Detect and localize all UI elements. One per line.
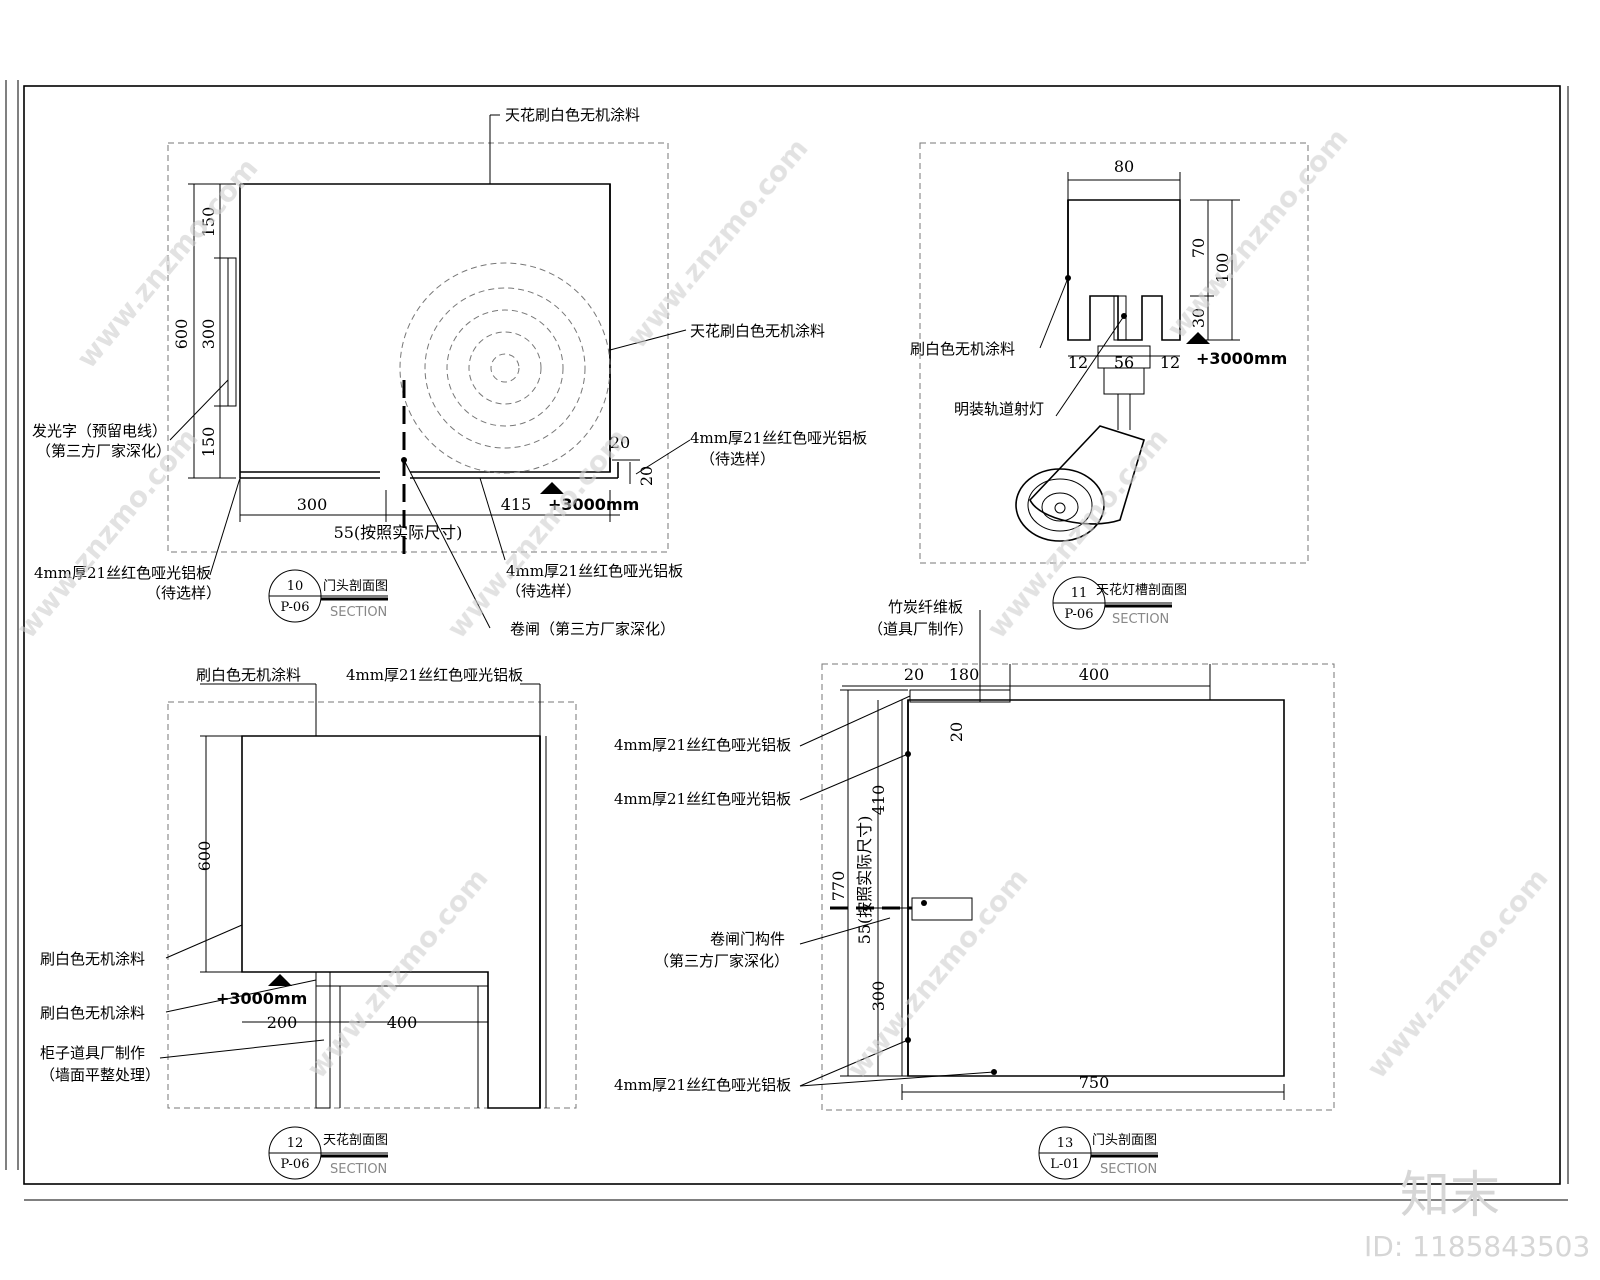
alu-panel-right-note: （待选样）: [700, 450, 775, 468]
dim-200: 200: [267, 1013, 298, 1032]
dim-20-vertical: 20: [947, 722, 966, 742]
detail-13-title: 13 L-01 门头剖面图 SECTION: [1038, 1126, 1158, 1180]
section-label: SECTION: [330, 1162, 387, 1177]
detail-11-ceiling-light-slot: 80 70 100 30 12 56 12 +3000mm 刷白色无机涂料 明装…: [910, 142, 1309, 630]
dim-770: 770: [829, 871, 848, 902]
ceiling-paint-label: 天花刷白色无机涂料: [505, 106, 640, 124]
dim-bottom-415: 415: [501, 495, 532, 514]
spotlight-label: 明装轨道射灯: [954, 400, 1044, 418]
dim-180: 180: [949, 665, 980, 684]
dim-20-b: 20: [637, 466, 656, 486]
dim-80: 80: [1114, 157, 1134, 176]
brand-logo: 知末: [1400, 1166, 1500, 1224]
dim-750: 750: [1079, 1073, 1110, 1092]
dim-bottom-300: 300: [297, 495, 328, 514]
bamboo-label: 竹炭纤维板: [888, 598, 963, 616]
shutter-roll: [399, 262, 611, 474]
detail-title: 门头剖面图: [1092, 1133, 1157, 1148]
detail-number: 12: [287, 1136, 304, 1151]
paint-label-2: 刷白色无机涂料: [40, 1004, 145, 1022]
ceiling-paint-label-2: 天花刷白色无机涂料: [690, 322, 825, 340]
alu-label-2: 4mm厚21丝红色哑光铝板: [614, 790, 791, 808]
detail-number: 11: [1071, 586, 1088, 601]
detail-title: 门头剖面图: [323, 579, 388, 594]
dim-600: 600: [195, 841, 214, 872]
sheet-ref: P-06: [281, 600, 310, 615]
dim-56: 56: [1114, 353, 1134, 372]
dim-300: 300: [199, 319, 218, 350]
watermark-text: www.znzmo.com: [300, 862, 494, 1085]
detail-12-title: 12 P-06 天花剖面图 SECTION: [268, 1126, 388, 1180]
level-3000: +3000mm: [548, 495, 639, 514]
dim-600: 600: [172, 319, 191, 350]
dim-400: 400: [1079, 665, 1110, 684]
section-label: SECTION: [1100, 1162, 1157, 1177]
shutter-component: [830, 897, 973, 921]
detail-12-ceiling-section: 600 +3000mm 200 400 刷白色无机涂料 4mm厚21丝红色哑光铝…: [40, 666, 577, 1180]
sheet-border: [5, 80, 1569, 1201]
shutter-component-note: （第三方厂家深化）: [654, 952, 789, 970]
detail-title: 天花剖面图: [323, 1132, 388, 1148]
alu-label-3: 4mm厚21丝红色哑光铝板: [614, 1076, 791, 1094]
dim-300: 300: [869, 981, 888, 1012]
dim-55: 55(按照实际尺寸): [334, 523, 463, 542]
dim-12-left: 12: [1068, 353, 1088, 372]
image-id: ID: 1185843503: [1364, 1230, 1590, 1263]
section-label: SECTION: [330, 605, 387, 620]
luminous-sign-label: 发光字（预留电线）: [32, 422, 167, 440]
sheet-ref: P-06: [281, 1157, 310, 1172]
dim-55: 55(按照实际尺寸): [855, 816, 874, 945]
detail-number: 10: [287, 579, 304, 594]
level-3000: +3000mm: [216, 989, 307, 1008]
detail-11-title: 11 P-06 天花灯槽剖面图 SECTION: [1052, 576, 1187, 630]
watermark-text: www.znzmo.com: [1160, 122, 1354, 345]
shutter-label: 卷闸（第三方厂家深化）: [510, 620, 675, 638]
dim-30: 30: [1189, 308, 1208, 328]
detail-number: 13: [1057, 1136, 1074, 1151]
dim-410: 410: [869, 785, 888, 816]
alu-panel-left-label: 4mm厚21丝红色哑光铝板: [34, 564, 211, 582]
dim-150-bottom: 150: [199, 427, 218, 458]
sheet-ref: P-06: [1065, 607, 1094, 622]
alu-panel-right-label: 4mm厚21丝红色哑光铝板: [690, 429, 867, 447]
dim-400: 400: [387, 1013, 418, 1032]
detail-13-door-head-section: 20 180 400 20 410 770 55(按照实际尺寸) 300 750…: [614, 598, 1335, 1180]
dim-20: 20: [904, 665, 924, 684]
shutter-component-label: 卷闸门构件: [710, 930, 785, 948]
bamboo-note: （道具厂制作）: [868, 620, 973, 638]
paint-label-1: 刷白色无机涂料: [40, 950, 145, 968]
alu-panel-left-note: （待选样）: [146, 584, 221, 602]
level-3000: +3000mm: [1196, 349, 1287, 368]
sheet-ref: L-01: [1050, 1157, 1080, 1172]
alu-label-1: 4mm厚21丝红色哑光铝板: [614, 736, 791, 754]
cabinet-label: 柜子道具厂制作: [40, 1044, 145, 1062]
watermark-text: www.znzmo.com: [440, 422, 634, 645]
paint-label: 刷白色无机涂料: [910, 340, 1015, 358]
watermark-text: www.znzmo.com: [70, 152, 264, 375]
dim-150-top: 150: [199, 207, 218, 238]
detail-title: 天花灯槽剖面图: [1096, 582, 1187, 598]
detail-10-title: 10 P-06 门头剖面图 SECTION: [268, 569, 388, 623]
alu-top-label: 4mm厚21丝红色哑光铝板: [346, 666, 523, 684]
alu-panel-mid-label: 4mm厚21丝红色哑光铝板: [506, 562, 683, 580]
dim-70: 70: [1189, 238, 1208, 258]
luminous-sign-note: （第三方厂家深化）: [36, 442, 171, 460]
alu-panel-mid-note: （待选样）: [506, 582, 581, 600]
dim-20-a: 20: [610, 433, 630, 452]
paint-top-label: 刷白色无机涂料: [196, 666, 301, 684]
section-label: SECTION: [1112, 612, 1169, 627]
cabinet-note: （墙面平整处理）: [40, 1066, 160, 1084]
detail-10-door-head-section: 150 300 600 150 300 415 55(按照实际尺寸) 20 20…: [32, 106, 867, 638]
watermark-text: www.znzmo.com: [1360, 862, 1554, 1085]
dim-100: 100: [1213, 253, 1232, 284]
dim-12-right: 12: [1160, 353, 1180, 372]
cabinet: [315, 971, 489, 1109]
